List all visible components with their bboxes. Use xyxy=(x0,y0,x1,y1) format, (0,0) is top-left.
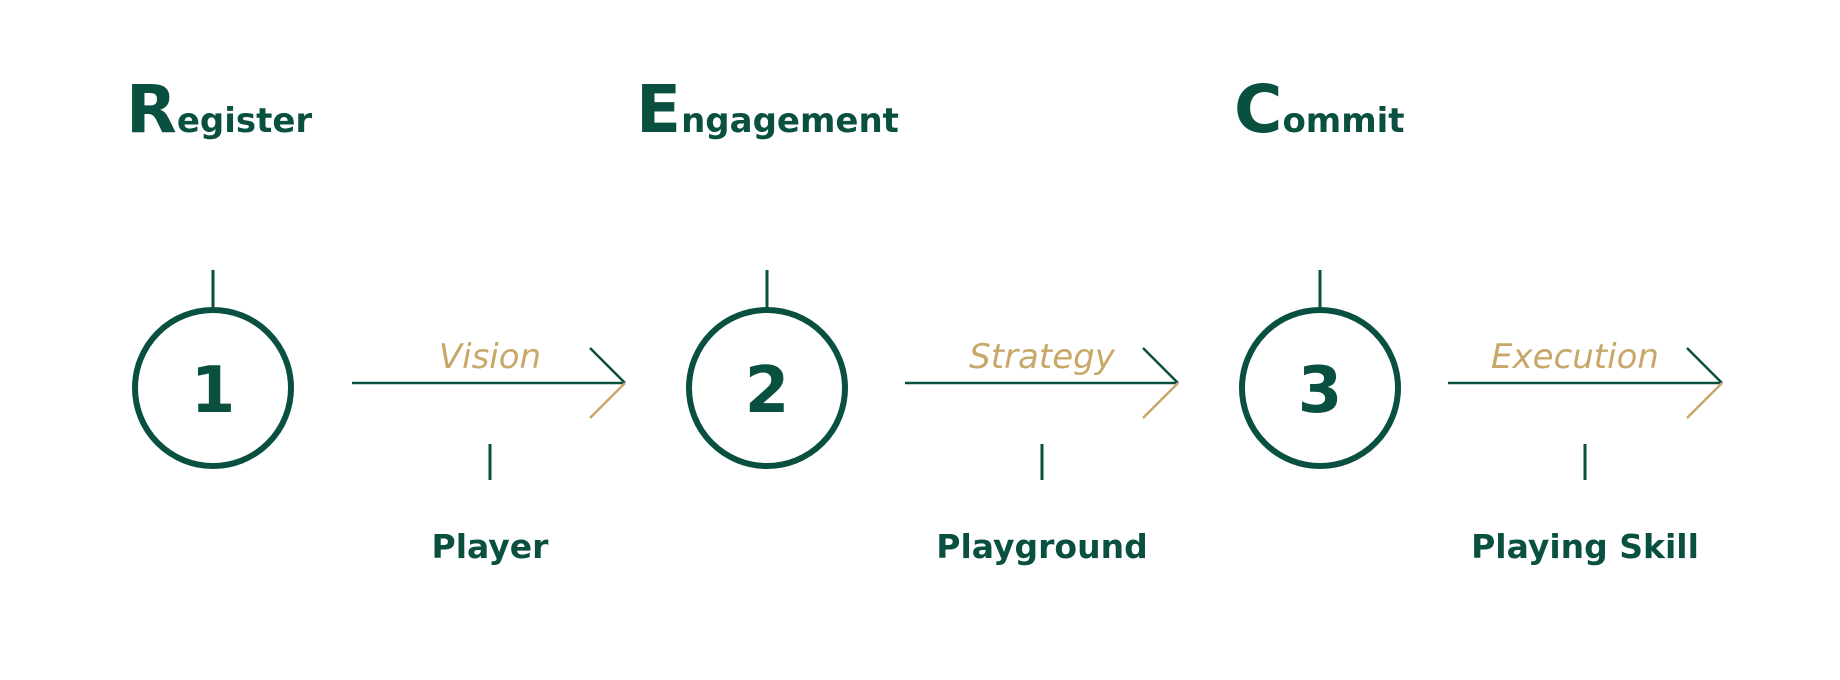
arrow-head-lower xyxy=(1686,382,1723,419)
stage-1: Register 1 Vision Player xyxy=(126,71,626,566)
heading-initial: R xyxy=(126,71,177,148)
step-number: 2 xyxy=(745,354,790,428)
stage-heading: Engagement xyxy=(636,71,899,148)
heading-rest: ngagement xyxy=(681,101,899,141)
bottom-label: Player xyxy=(432,527,550,566)
heading-initial: C xyxy=(1234,71,1282,148)
arrow-head-lower xyxy=(589,382,626,419)
step-circle xyxy=(686,307,848,469)
step-circle xyxy=(132,307,294,469)
arrow-label: Vision xyxy=(439,337,541,377)
step-number: 1 xyxy=(191,354,236,428)
arrow-head-upper xyxy=(1142,347,1179,384)
step-number: 3 xyxy=(1298,354,1343,428)
stage-3: Commit 3 Execution Playing Skill xyxy=(1234,71,1723,566)
heading-rest: egister xyxy=(177,101,313,141)
bottom-label: Playground xyxy=(936,527,1147,566)
arrow-label: Strategy xyxy=(969,337,1116,377)
bottom-label: Playing Skill xyxy=(1471,527,1699,566)
stage-heading: Commit xyxy=(1234,71,1405,148)
arrow-head-upper xyxy=(1686,347,1723,384)
stage-2: Engagement 2 Strategy Playground xyxy=(636,71,1179,566)
step-circle xyxy=(1239,307,1401,469)
arrow-head-upper xyxy=(589,347,626,384)
arrow-label: Execution xyxy=(1491,337,1659,377)
arrow-head-lower xyxy=(1142,382,1179,419)
heading-initial: E xyxy=(636,71,681,148)
stage-heading: Register xyxy=(126,71,312,148)
heading-rest: ommit xyxy=(1282,101,1404,141)
